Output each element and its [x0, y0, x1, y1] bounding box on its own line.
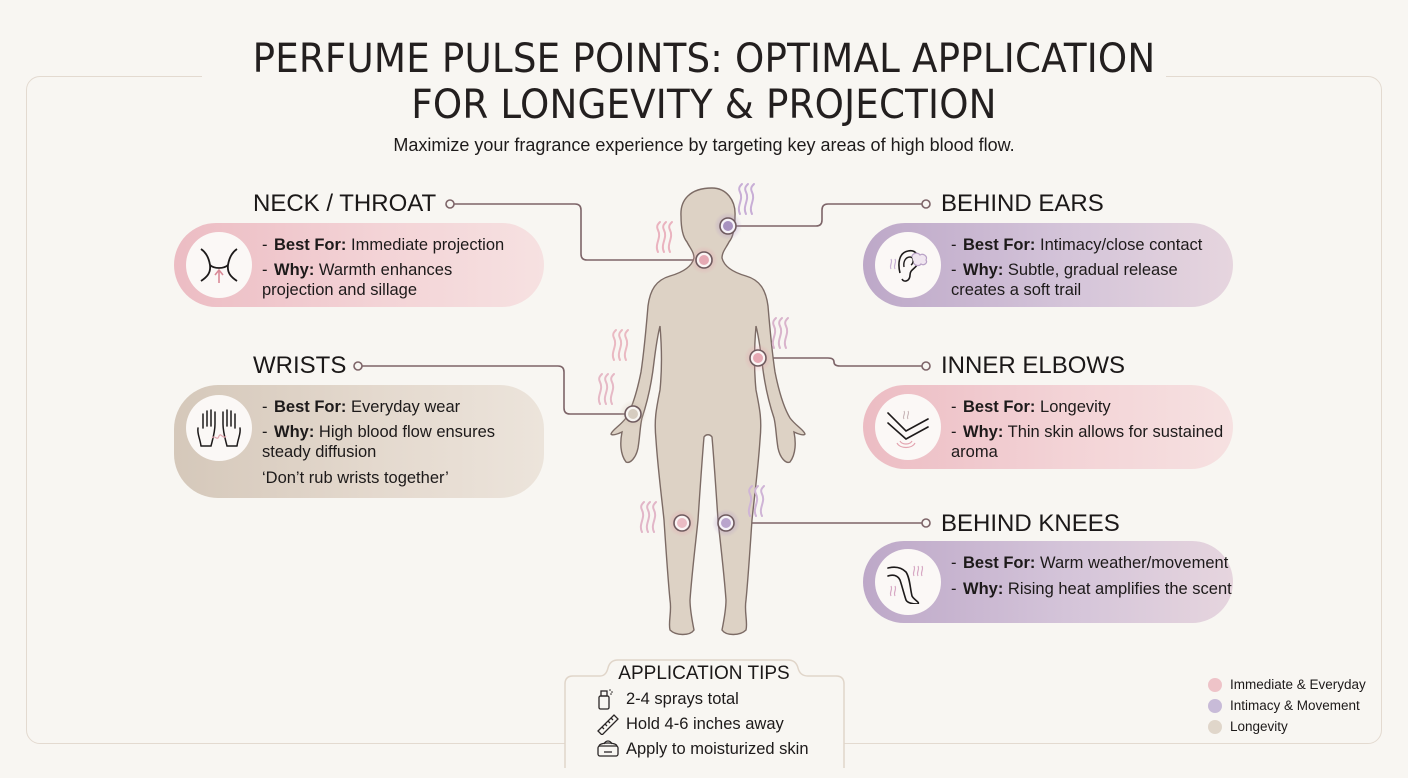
- spray-bottle-icon: [596, 688, 614, 715]
- connector-ears: [733, 203, 922, 227]
- card-knees-text: -Best For: Warm weather/movement -Why: R…: [951, 554, 1232, 598]
- subtitle: Maximize your fragrance experience by ta…: [393, 135, 1015, 155]
- cream-jar-icon: [596, 738, 620, 763]
- heat-wave-neck: [655, 221, 673, 253]
- card-knees: -Best For: Warm weather/movement -Why: R…: [863, 541, 1233, 623]
- legend-swatch-beige: [1208, 719, 1222, 734]
- heading-wrists: WRISTS: [253, 352, 347, 379]
- legend-swatch-pink: [1208, 677, 1222, 692]
- elbow-icon: [875, 394, 941, 460]
- hands-icon: [186, 395, 252, 461]
- title-line-2: FOR LONGEVITY & PROJECTION: [411, 82, 997, 128]
- heading-elbows: INNER ELBOWS: [941, 352, 1126, 379]
- card-ears-text: -Best For: Intimacy/close contact -Why: …: [951, 236, 1203, 299]
- tips-box-outline: [564, 659, 845, 768]
- ear-icon: [875, 232, 941, 298]
- card-wrists-text: -Best For: Everyday wear -Why: High bloo…: [262, 398, 496, 487]
- legend: Immediate & Everyday Intimacy & Movement…: [1208, 674, 1366, 737]
- connector-end-elbows: [921, 361, 931, 371]
- card-wrists: -Best For: Everyday wear -Why: High bloo…: [174, 385, 544, 498]
- tips-title: APPLICATION TIPS: [618, 663, 790, 684]
- legend-swatch-lavender: [1208, 698, 1222, 713]
- heat-wave-wrist: [597, 373, 615, 405]
- neck-icon: [186, 232, 252, 298]
- leg-icon: [875, 549, 941, 615]
- title-mask: [202, 60, 1166, 100]
- heat-wave-arm-left: [611, 329, 629, 361]
- title-line-1: PERFUME PULSE POINTS: OPTIMAL APPLICATIO…: [252, 36, 1156, 82]
- heading-neck: NECK / THROAT: [253, 190, 437, 217]
- connector-elbows: [765, 357, 922, 367]
- legend-item-intimacy: Intimacy & Movement: [1208, 695, 1366, 716]
- heat-wave-knee-right: [747, 485, 765, 517]
- tip-distance: Hold 4-6 inches away: [597, 714, 784, 736]
- heat-wave-knee-left: [639, 501, 657, 533]
- legend-item-longevity: Longevity: [1208, 716, 1366, 737]
- connector-neck: [454, 203, 698, 261]
- card-elbows-text: -Best For: Longevity -Why: Thin skin all…: [951, 398, 1224, 461]
- wrists-note: ‘Don’t rub wrists together’: [262, 469, 449, 487]
- ruler-icon: [596, 713, 620, 740]
- connector-wrists: [362, 365, 626, 415]
- legend-item-immediate: Immediate & Everyday: [1208, 674, 1366, 695]
- application-tips: APPLICATION TIPS 2-4 sprays total Hold 4…: [563, 658, 845, 778]
- heading-knees: BEHIND KNEES: [941, 510, 1120, 537]
- card-neck: -Best For: Immediate projection -Why: Wa…: [174, 223, 544, 307]
- tip-moisturize: Apply to moisturized skin: [597, 740, 809, 759]
- heat-wave-ears: [737, 183, 755, 215]
- heat-wave-elbow: [771, 317, 789, 349]
- page-title: PERFUME PULSE POINTS: OPTIMAL APPLICATIO…: [49, 36, 1358, 128]
- connector-end-ears: [921, 199, 931, 209]
- card-ears: -Best For: Intimacy/close contact -Why: …: [863, 223, 1233, 307]
- tip-sprays: 2-4 sprays total: [598, 689, 739, 710]
- connector-end-wrists: [353, 361, 363, 371]
- card-elbows: -Best For: Longevity -Why: Thin skin all…: [863, 385, 1233, 469]
- body-silhouette: [610, 187, 806, 636]
- card-neck-text: -Best For: Immediate projection -Why: Wa…: [262, 236, 505, 299]
- connector-end-knees: [921, 518, 931, 528]
- connector-end-neck: [445, 199, 455, 209]
- heading-ears: BEHIND EARS: [941, 190, 1104, 217]
